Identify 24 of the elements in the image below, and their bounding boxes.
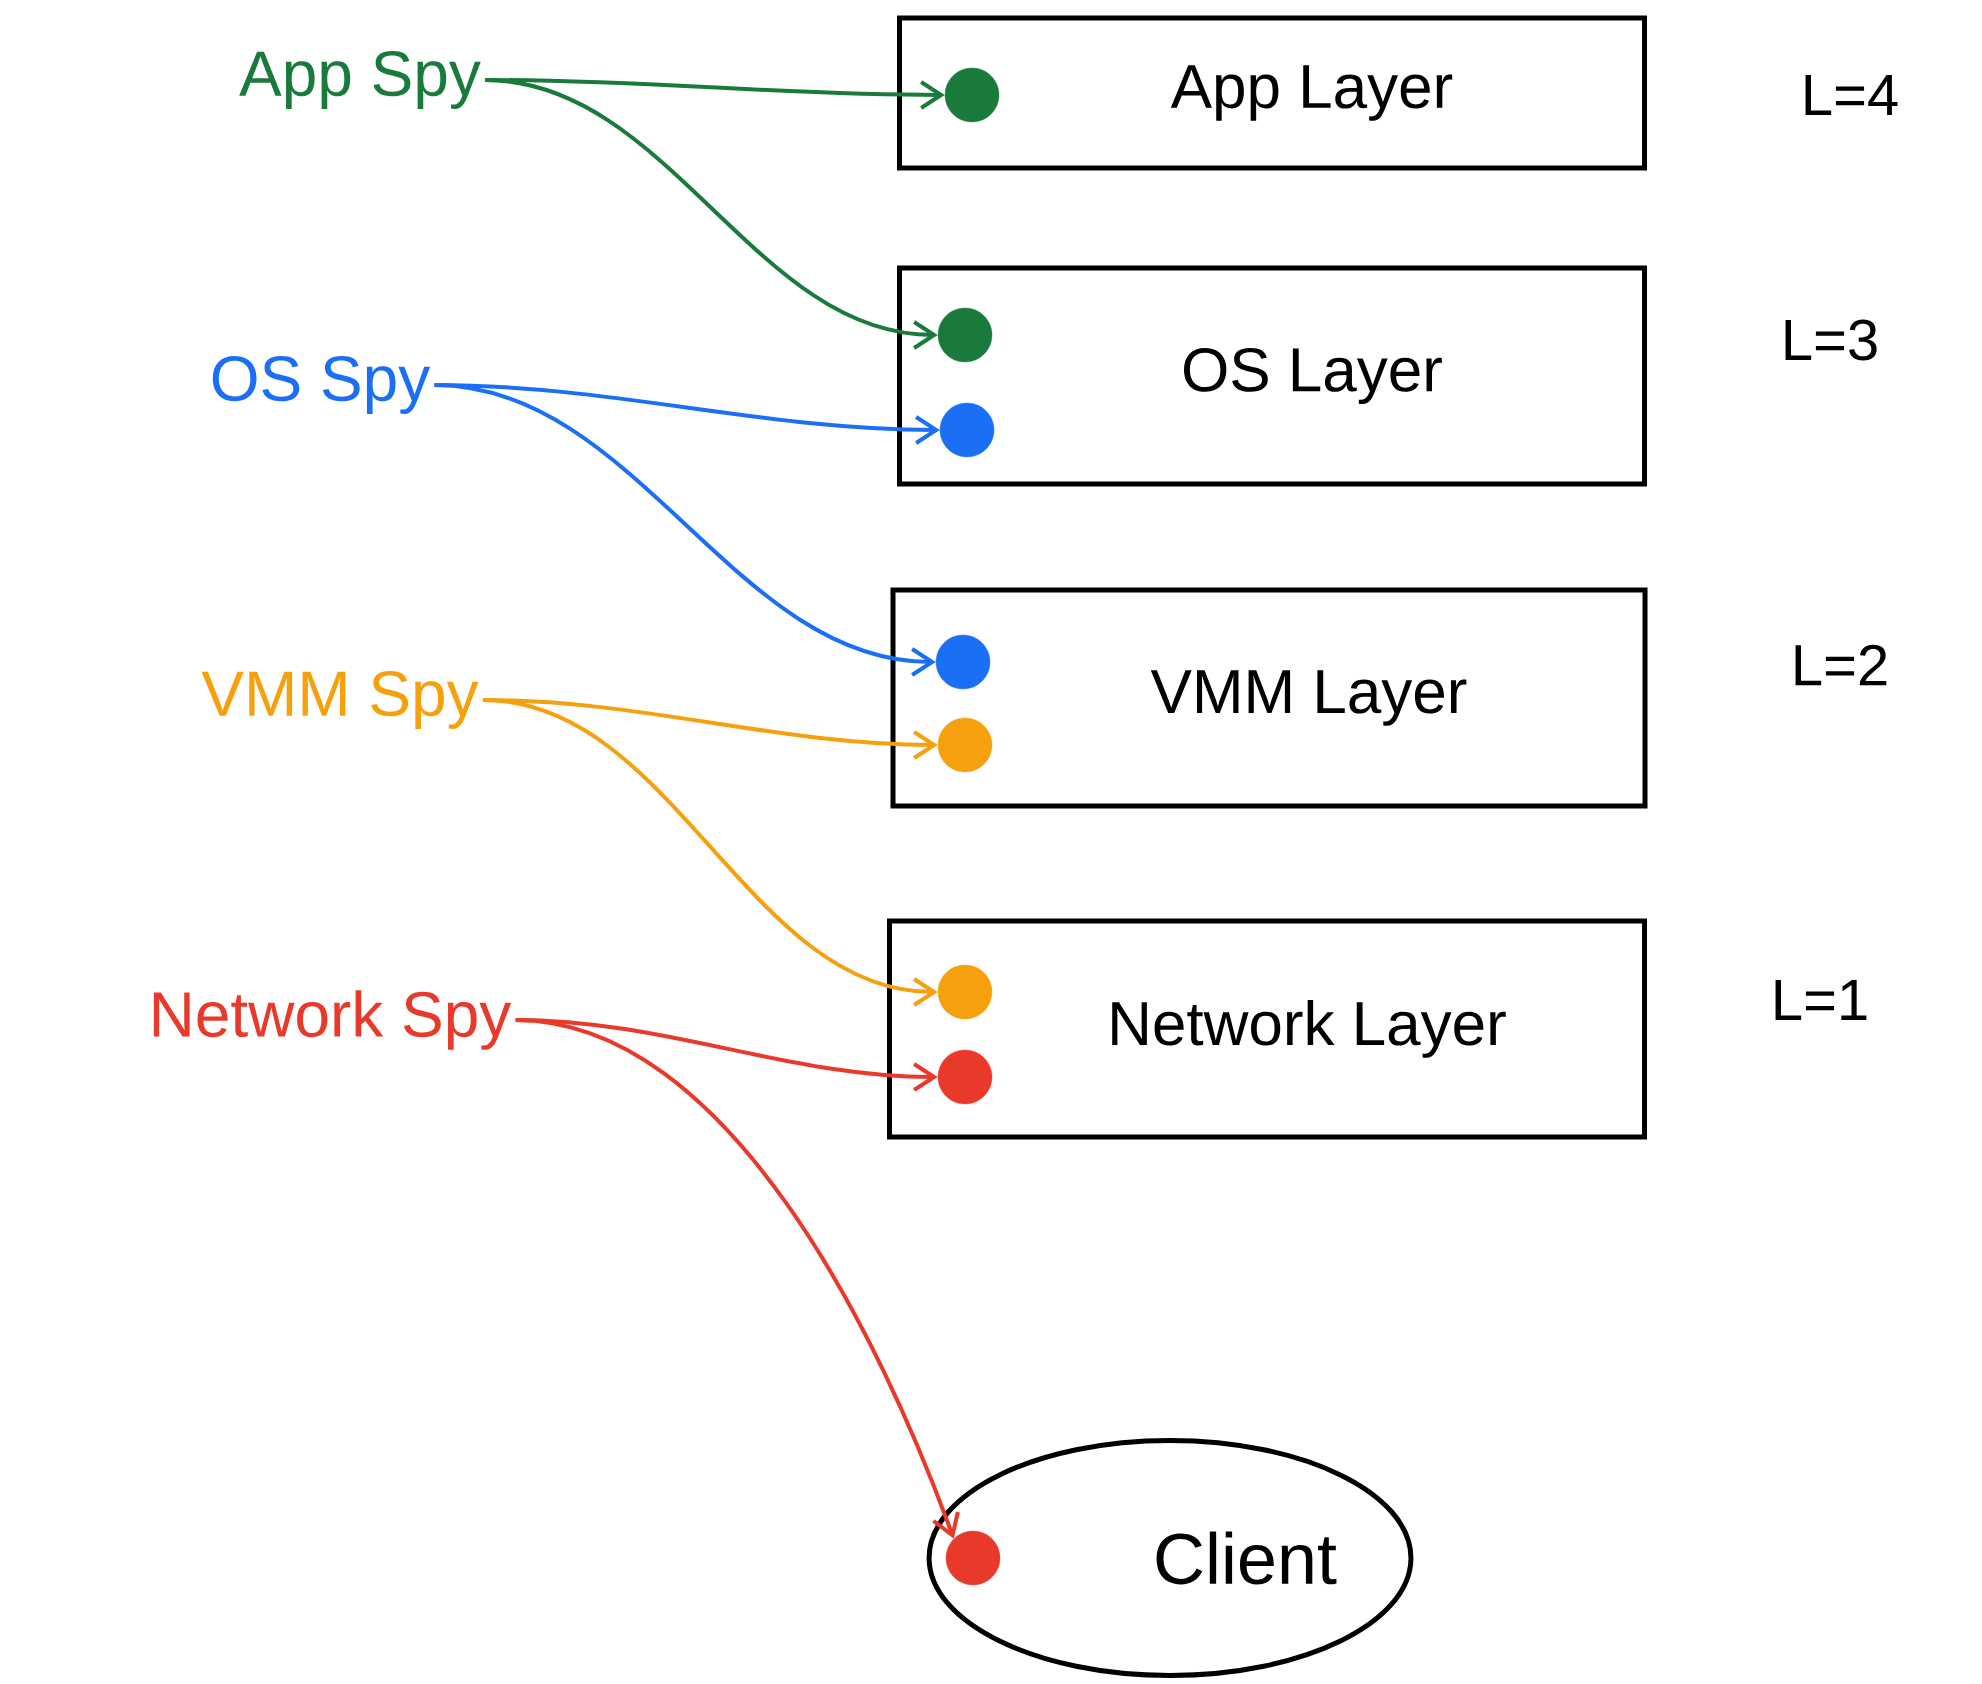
dot (937, 964, 993, 1020)
dot (935, 634, 991, 690)
dot (937, 307, 993, 363)
layer-box: VMM Layer (890, 587, 1648, 809)
level-label: L=1 (1775, 980, 1867, 1020)
spy-label: App Spy (239, 51, 481, 109)
level-label: L=4 (1805, 75, 1898, 115)
arrow (515, 1018, 960, 1539)
dot (939, 402, 995, 458)
spy-label: VMM Spy (201, 671, 479, 729)
level-label: L=2 (1795, 644, 1887, 686)
arrow (482, 698, 938, 1007)
dot (937, 717, 993, 773)
layer-box: Network Layer (887, 918, 1647, 1140)
arrow (434, 383, 936, 677)
layer-box: App Layer (897, 15, 1647, 171)
spy-label: OS Spy (212, 356, 431, 414)
layer-box: OS Layer (897, 265, 1647, 487)
arrow (484, 78, 938, 350)
dot (937, 1049, 993, 1105)
level-label: L=3 (1785, 319, 1877, 361)
dot (945, 1530, 1001, 1586)
dot (944, 67, 1000, 123)
spy-label: Network Spy (153, 990, 512, 1050)
